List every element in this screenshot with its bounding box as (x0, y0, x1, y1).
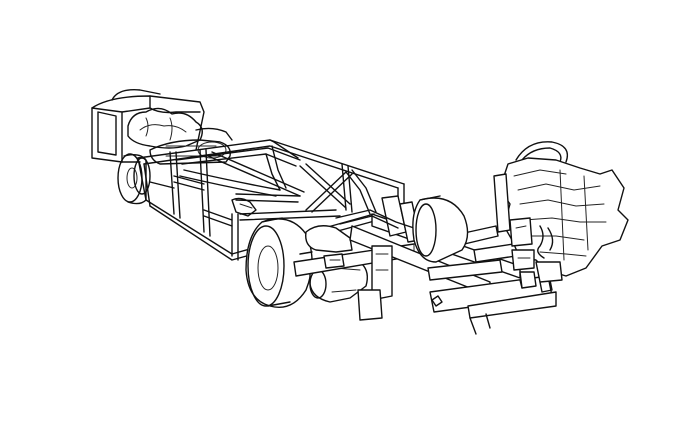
rear-cab-outline (91, 89, 205, 163)
front-wheel-right (412, 195, 469, 263)
rear-wheels (117, 153, 151, 205)
front-wheel-left (245, 217, 313, 308)
differential-assembly (299, 225, 369, 303)
engine-block (493, 141, 629, 289)
